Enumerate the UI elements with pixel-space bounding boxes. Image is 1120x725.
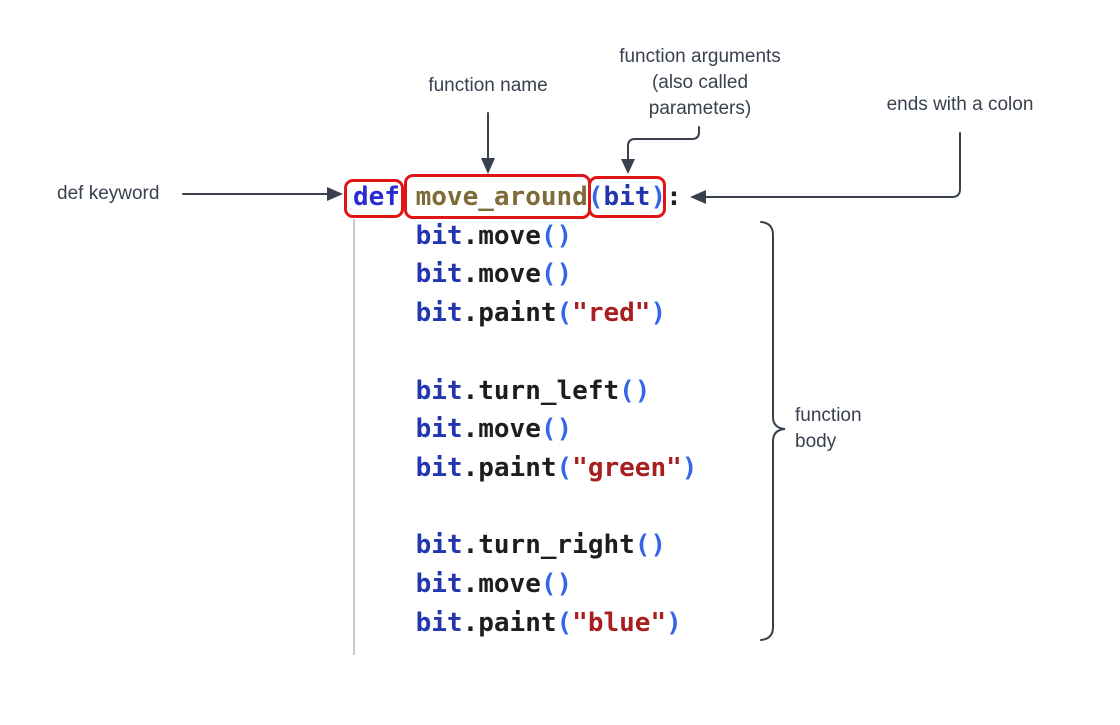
code-line: bit.move() bbox=[353, 410, 697, 449]
code-token: "blue" bbox=[572, 607, 667, 638]
label-function-body-line1: function bbox=[795, 405, 862, 426]
code-token: () bbox=[540, 220, 573, 251]
code-token bbox=[353, 221, 416, 251]
code-line: bit.move() bbox=[353, 217, 697, 256]
code-token: .paint bbox=[462, 452, 557, 483]
code-token: .move bbox=[462, 414, 541, 445]
code-token: ) bbox=[681, 452, 698, 483]
label-function-arguments-line1: function arguments bbox=[619, 46, 781, 67]
code-token: () bbox=[540, 414, 573, 445]
code-token: "green" bbox=[572, 452, 682, 483]
label-function-arguments-line2: (also called bbox=[651, 72, 749, 93]
code-token bbox=[353, 414, 416, 444]
code-token: ) bbox=[666, 607, 682, 638]
code-token: bit bbox=[415, 569, 463, 599]
code-token: ) bbox=[650, 182, 667, 212]
code-line: bit.turn_left() bbox=[353, 372, 697, 411]
code-token: .move bbox=[462, 569, 541, 599]
code-line: bit.paint("green") bbox=[353, 449, 698, 488]
code-token: .turn_right bbox=[462, 530, 635, 561]
highlight-box-function-name bbox=[404, 174, 591, 219]
indent-guide-line bbox=[353, 219, 355, 655]
function-body-brace bbox=[760, 221, 786, 641]
code-token: bit bbox=[415, 375, 463, 406]
code-token: bit bbox=[415, 607, 463, 638]
code-line: bit.paint("red") bbox=[353, 294, 697, 333]
ends-with-colon-arrow bbox=[690, 132, 961, 204]
highlight-box-arguments bbox=[588, 176, 666, 218]
code-token: bit bbox=[415, 220, 463, 251]
arrowhead-right-icon bbox=[327, 187, 343, 201]
arrowhead-down-icon bbox=[481, 158, 495, 174]
code-token bbox=[353, 530, 416, 560]
code-token: : bbox=[666, 182, 682, 212]
label-function-body-line2: body bbox=[795, 431, 837, 452]
code-line: def move_around(bit): bbox=[353, 178, 697, 217]
code-token bbox=[353, 259, 416, 289]
code-token: .move bbox=[462, 220, 541, 251]
function-name-arrow bbox=[481, 112, 495, 174]
code-token: ( bbox=[587, 182, 604, 212]
code-token: bit bbox=[415, 259, 463, 290]
code-token: .turn_left bbox=[462, 375, 620, 406]
code-token: bit bbox=[415, 530, 463, 561]
code-block: def move_around(bit): bit.move() bit.mov… bbox=[353, 178, 697, 642]
def-keyword-arrow bbox=[182, 187, 343, 201]
code-token: () bbox=[540, 569, 573, 599]
code-token: bit bbox=[415, 298, 463, 329]
arrowhead-down-icon bbox=[621, 159, 635, 174]
code-token: move_around bbox=[415, 182, 588, 212]
code-token bbox=[353, 298, 416, 328]
code-token: ( bbox=[556, 298, 573, 329]
label-def-keyword: def keyword bbox=[57, 183, 160, 204]
code-token: () bbox=[540, 259, 573, 290]
code-line: bit.move() bbox=[353, 565, 697, 604]
code-token bbox=[353, 453, 416, 483]
function-arguments-arrow bbox=[621, 126, 700, 174]
label-function-arguments-line3: parameters) bbox=[648, 98, 752, 119]
code-token: () bbox=[619, 375, 651, 406]
code-token: bit bbox=[415, 452, 463, 483]
code-token: () bbox=[634, 530, 667, 561]
code-token: .move bbox=[462, 259, 541, 290]
code-token: .paint bbox=[462, 607, 557, 638]
code-line: bit.turn_right() bbox=[353, 526, 697, 565]
code-token: ) bbox=[650, 298, 667, 329]
label-ends-with-colon: ends with a colon bbox=[886, 94, 1034, 115]
code-token bbox=[353, 569, 416, 599]
label-function-body: function body bbox=[795, 403, 862, 455]
code-line: bit.move() bbox=[353, 255, 697, 294]
code-line bbox=[353, 488, 697, 527]
code-token bbox=[353, 376, 416, 406]
code-token: bit bbox=[603, 182, 651, 212]
code-token: ( bbox=[556, 607, 573, 638]
label-function-name: function name bbox=[428, 75, 548, 96]
code-line: bit.paint("blue") bbox=[353, 604, 697, 643]
code-line bbox=[353, 333, 697, 372]
code-token: "red" bbox=[572, 298, 651, 329]
highlight-box-def-keyword bbox=[344, 179, 404, 218]
code-token: def bbox=[353, 182, 400, 212]
code-token bbox=[353, 608, 416, 638]
code-token: bit bbox=[415, 414, 463, 445]
code-token: ( bbox=[556, 452, 573, 483]
code-token: .paint bbox=[462, 298, 557, 329]
label-function-arguments: function arguments (also called paramete… bbox=[619, 44, 781, 122]
